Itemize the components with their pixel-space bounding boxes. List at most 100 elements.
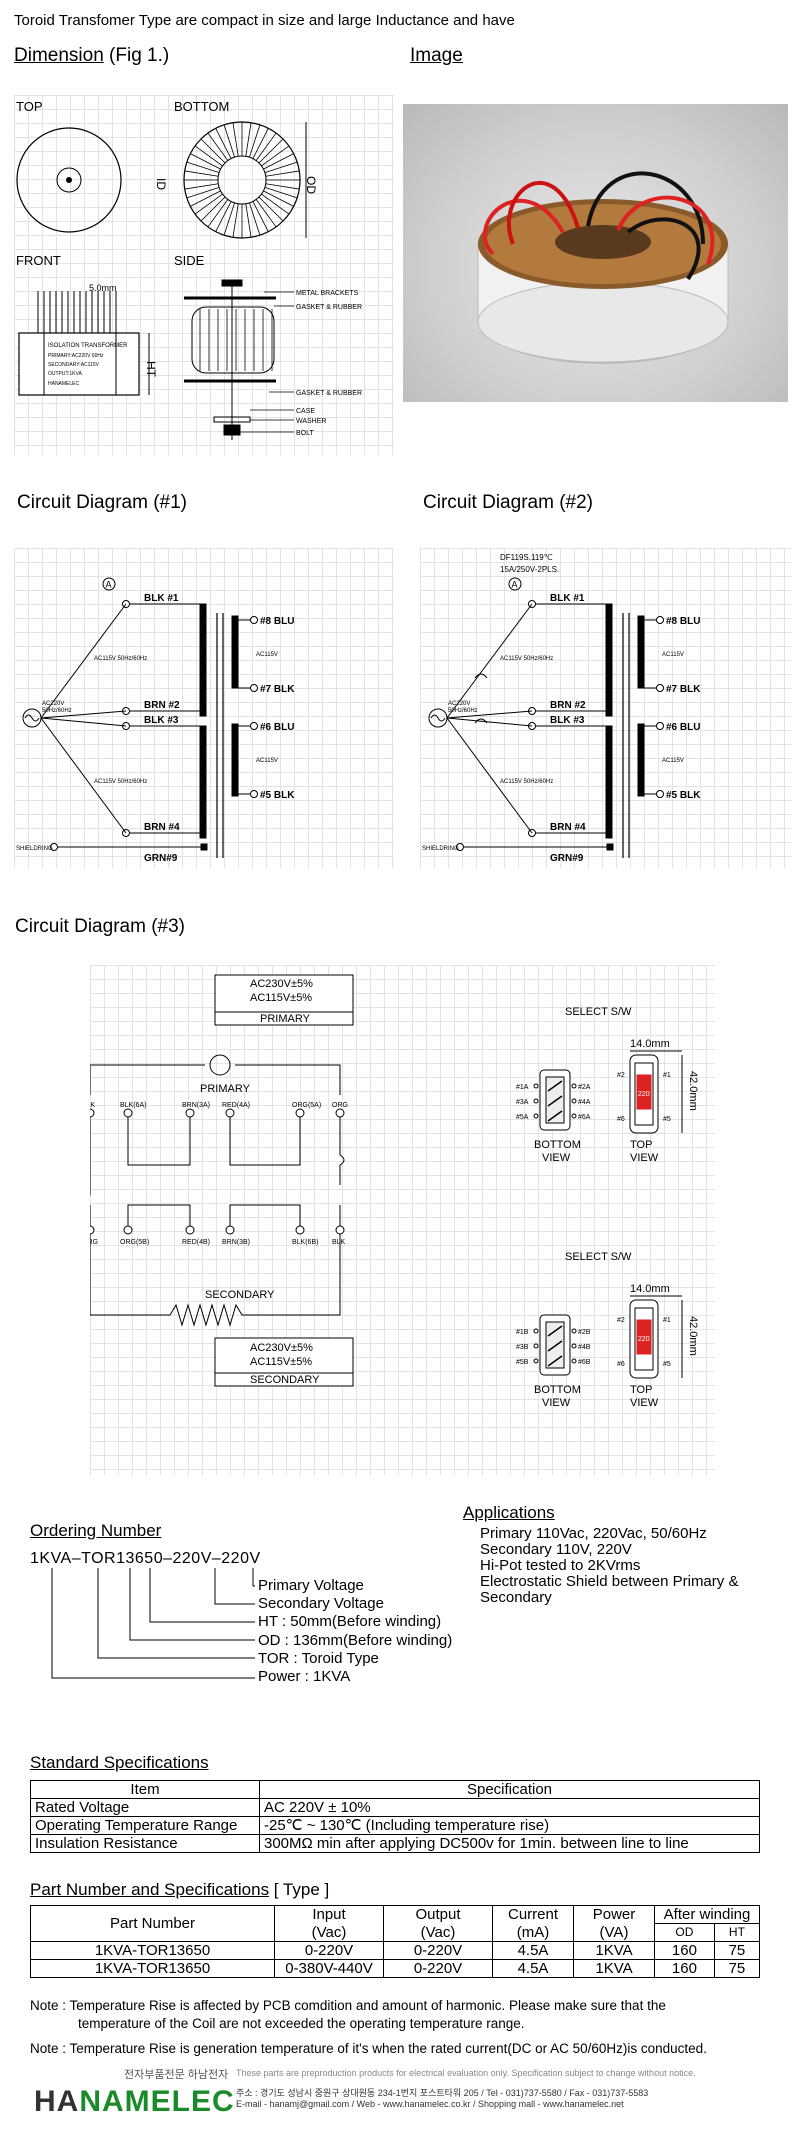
winding-line	[194, 145, 223, 167]
top-pin-label: #2	[617, 1072, 625, 1079]
winding-line	[186, 161, 220, 173]
primary-terminal-label: BRN #4	[144, 822, 180, 833]
switch-width-dim: 14.0mm	[630, 1283, 670, 1295]
winding-line	[232, 122, 239, 157]
company-logo: HANAMELEC	[34, 2085, 235, 2119]
winding-line	[186, 187, 220, 199]
circuit1-title: Circuit Diagram (#1)	[17, 492, 187, 513]
winding-line	[258, 196, 284, 222]
winding-line	[190, 190, 221, 207]
winding-line	[255, 199, 277, 228]
side-part-labels: METAL BRACKETS GASKET & RUBBER GASKET & …	[296, 290, 362, 437]
primary-terminal-label: BRN #2	[550, 700, 586, 711]
label-front: FRONT	[16, 253, 61, 268]
part-title-text: Part Number and Specifications	[30, 1880, 270, 1899]
winding-line	[265, 183, 300, 190]
ordering-item: Secondary Voltage	[258, 1595, 384, 1613]
applications-list: Primary 110Vac, 220Vac, 50/60Hz Secondar…	[440, 1526, 738, 1606]
switch-pin-label: #2A	[578, 1084, 591, 1091]
secondary-box-line: SECONDARY	[250, 1374, 320, 1386]
company-address: 주소 : 경기도 성남시 중원구 상대원동 234-1번지 포스트타워 205 …	[236, 2088, 649, 2098]
ordering-leader-lines	[51, 1568, 255, 1679]
winding-line	[200, 196, 226, 222]
winding-line	[184, 183, 219, 190]
winding-line	[190, 153, 221, 170]
side-view	[184, 279, 276, 440]
tap-terminal	[185, 1225, 195, 1235]
ac-source-icon	[209, 1054, 231, 1076]
label-side: SIDE	[174, 253, 205, 268]
switch-height-dim: 42.0mm	[687, 1071, 699, 1111]
switch-pin-label: #3A	[516, 1099, 529, 1106]
primary-tap-label: ORG	[332, 1102, 348, 1109]
tap-terminal	[185, 1108, 195, 1118]
terminal-dot	[250, 684, 258, 692]
winding-line	[249, 124, 261, 158]
col-header-part: Part Number	[30, 1905, 275, 1942]
note-1: Note : Temperature Rise is affected by P…	[30, 1998, 666, 2013]
tap-terminal	[123, 1108, 133, 1118]
circuit3-title: Circuit Diagram (#3)	[15, 916, 185, 937]
secondary-terminal-label: #5 BLK	[260, 790, 295, 801]
switch-pin-label: #3B	[516, 1344, 529, 1351]
ammeter-label: A	[512, 580, 518, 590]
top-pin-label: #1	[663, 1072, 671, 1079]
fuse-label-1: DF119S.119℃	[500, 553, 553, 562]
ordering-item: Primary Voltage	[258, 1577, 364, 1594]
winding-line	[265, 170, 300, 177]
secondary-terminal-label: #8 BLU	[666, 616, 700, 627]
circuit3-diagram: AC230V±5%AC115V±5%PRIMARYPRIMARYBLKBLK(6…	[82, 965, 715, 1475]
label-od: OD	[304, 176, 318, 194]
ammeter-icon	[508, 577, 522, 591]
label-dim-5mm: 5.0mm	[89, 283, 117, 293]
circuit3-svg: AC230V±5%AC115V±5%PRIMARYPRIMARYBLKBLK(6…	[82, 974, 699, 1409]
terminal-dot	[656, 790, 664, 798]
switch-pin-label: #5A	[516, 1114, 529, 1121]
primary-tap-label: ORG(5A)	[292, 1102, 321, 1109]
winding-line	[245, 203, 252, 238]
top-view-label: VIEW	[630, 1397, 659, 1409]
label-top: TOP	[16, 99, 43, 114]
dimension-drawing: TOP BOTTOM ID OD FRONT SIDE ISOLATION TR…	[14, 95, 394, 455]
terminal-dot	[250, 722, 258, 730]
disclaimer: These parts are preproduction products f…	[236, 2068, 696, 2078]
top-pin-label: #6	[617, 1361, 625, 1368]
svg-text:WASHER: WASHER	[296, 418, 326, 425]
secondary-terminal-label: #6 BLU	[260, 722, 294, 733]
switch-actuator	[636, 1074, 652, 1110]
winding2-label: AC115V 50Hz/60Hz	[94, 779, 147, 785]
note-1-cont: temperature of the Coil are not exceeded…	[78, 2016, 525, 2031]
col-header-power: Power	[573, 1905, 655, 1924]
application-item: Hi-Pot tested to 2KVrms	[480, 1557, 641, 1574]
winding-line	[264, 187, 298, 199]
winding-line	[249, 202, 261, 236]
ammeter-label: A	[106, 580, 112, 590]
primary-box-line: PRIMARY	[260, 1013, 311, 1025]
svg-text:CASE: CASE	[296, 408, 315, 415]
sec2-label: AC115V	[256, 758, 278, 764]
secondary-tap-label: ORG(5B)	[120, 1239, 149, 1246]
top-view-label: TOP	[630, 1384, 652, 1396]
select-switch-label: SELECT S/W	[565, 1251, 632, 1263]
primary-terminal-label: BRN #2	[144, 700, 180, 711]
top-pin-label: #5	[663, 1361, 671, 1368]
col-header: Specification	[259, 1780, 760, 1799]
secondary-tap-label: BLK(6B)	[292, 1239, 318, 1246]
winding-line	[263, 153, 294, 170]
plate-line-3: SECONDARY:AC115V	[48, 362, 100, 368]
tap-terminal	[295, 1225, 305, 1235]
korean-tagline: 전자부품전문 하남전자	[124, 2069, 229, 2081]
application-item: Secondary 110V, 220V	[480, 1541, 632, 1558]
winding-line	[223, 124, 235, 158]
tap-terminal	[85, 1225, 95, 1235]
ac-input-label: AC220V	[448, 701, 470, 707]
sec2-label: AC115V	[662, 758, 684, 764]
primary-tap-label: RED(4A)	[222, 1102, 250, 1109]
table-header-row: Item Specification	[30, 1780, 760, 1799]
col-header-input: Input	[274, 1905, 384, 1924]
primary-tap-label: BLK	[90, 1102, 96, 1109]
tap-terminal	[295, 1108, 305, 1118]
